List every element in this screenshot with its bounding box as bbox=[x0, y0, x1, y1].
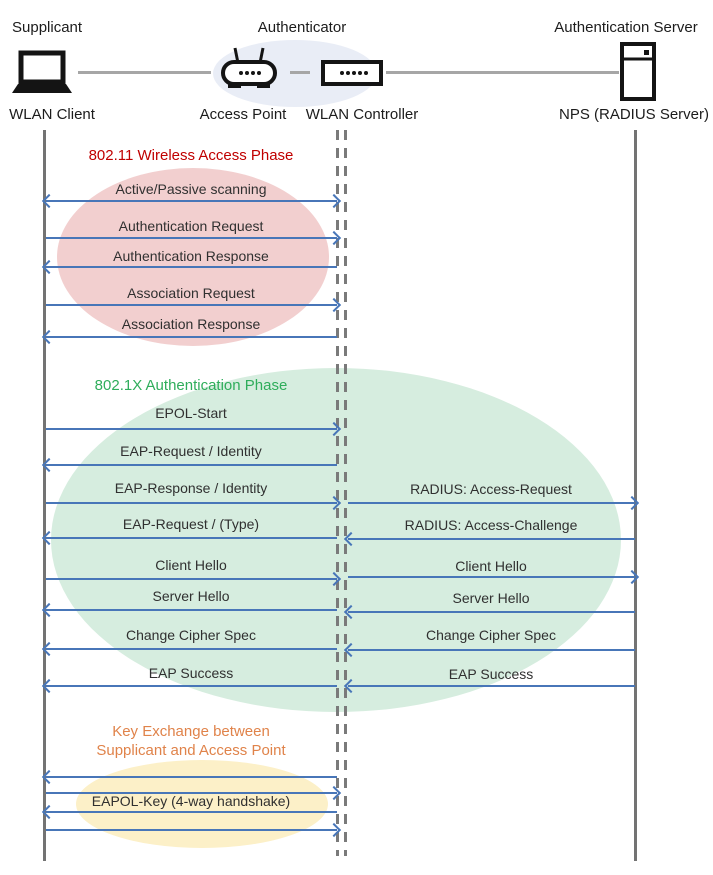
message-label: EAP-Response / Identity bbox=[114, 480, 268, 496]
message-arrow bbox=[46, 785, 342, 801]
message-arrow bbox=[46, 297, 342, 313]
message-label: Authentication Request bbox=[118, 218, 264, 234]
lifeline-dashed-wlan-controller bbox=[344, 130, 347, 856]
connector-line-ap-controller bbox=[290, 71, 310, 74]
connector-line-controller-server bbox=[386, 71, 619, 74]
message-arrow bbox=[41, 457, 337, 473]
lifeline-wlan-client bbox=[43, 130, 46, 861]
node-label-wlan-controller: WLAN Controller bbox=[305, 106, 419, 123]
lifeline-dashed-access-point bbox=[336, 130, 339, 856]
message-arrow bbox=[348, 569, 640, 585]
phase-title-8021x-authentication: 802.1X Authentication Phase bbox=[94, 377, 288, 394]
node-label-access-point: Access Point bbox=[199, 106, 287, 123]
message-label: EAP-Request / Identity bbox=[120, 443, 262, 459]
message-arrow bbox=[41, 769, 337, 785]
message-label: EPOL-Start bbox=[155, 405, 227, 421]
message-label: RADIUS: Access-Request bbox=[410, 481, 572, 497]
message-label: Client Hello bbox=[455, 558, 527, 574]
message-label: RADIUS: Access-Challenge bbox=[404, 517, 578, 533]
phase-title-key-exchange: Key Exchange between Supplicant and Acce… bbox=[96, 723, 286, 759]
message-arrow bbox=[46, 822, 342, 838]
message-arrow bbox=[343, 642, 635, 658]
message-label: EAP-Request / (Type) bbox=[122, 516, 260, 532]
phase-ellipse-key-exchange bbox=[76, 760, 328, 848]
phase-title-80211-wireless-access: 802.11 Wireless Access Phase bbox=[88, 147, 294, 164]
message-label: EAP Success bbox=[148, 665, 234, 681]
message-arrow bbox=[343, 604, 635, 620]
message-label: EAP Success bbox=[448, 666, 534, 682]
message-label: Client Hello bbox=[155, 557, 227, 573]
phase-ellipse-80211-wireless-access bbox=[57, 168, 329, 346]
message-arrow bbox=[343, 678, 635, 694]
message-label: Authentication Response bbox=[113, 248, 269, 264]
message-arrow bbox=[41, 259, 337, 275]
message-arrow bbox=[41, 530, 337, 546]
message-arrow bbox=[41, 329, 337, 345]
message-label: Change Cipher Spec bbox=[426, 627, 556, 643]
message-arrow bbox=[46, 421, 342, 437]
message-arrow bbox=[41, 641, 337, 657]
node-label-wlan-client: WLAN Client bbox=[9, 106, 95, 123]
message-arrow bbox=[41, 602, 337, 618]
message-arrow bbox=[46, 495, 342, 511]
message-label: Change Cipher Spec bbox=[126, 627, 256, 643]
message-arrow bbox=[41, 678, 337, 694]
message-arrow bbox=[348, 495, 640, 511]
message-arrow bbox=[41, 804, 337, 820]
message-arrow bbox=[343, 531, 635, 547]
message-arrow bbox=[41, 193, 342, 209]
message-label: Active/Passive scanning bbox=[115, 181, 267, 197]
connector-line-client-ap bbox=[78, 71, 211, 74]
message-label: EAPOL-Key (4-way handshake) bbox=[91, 793, 291, 809]
role-label-supplicant: Supplicant bbox=[12, 19, 83, 36]
role-label-authentication-server: Authentication Server bbox=[554, 19, 698, 36]
message-label: Association Request bbox=[127, 285, 255, 301]
laptop-icon bbox=[12, 50, 72, 93]
lifeline-nps-server bbox=[634, 130, 637, 861]
server-icon bbox=[620, 42, 656, 101]
message-label: Association Response bbox=[121, 316, 261, 332]
wlan-controller-icon bbox=[321, 60, 383, 86]
message-arrow bbox=[46, 571, 342, 587]
message-arrow bbox=[46, 230, 342, 246]
role-label-authenticator: Authenticator bbox=[257, 19, 347, 36]
message-label: Server Hello bbox=[152, 588, 230, 604]
node-label-nps-radius-server: NPS (RADIUS Server) bbox=[558, 106, 710, 123]
access-point-icon bbox=[221, 47, 277, 88]
message-label: Server Hello bbox=[452, 590, 530, 606]
